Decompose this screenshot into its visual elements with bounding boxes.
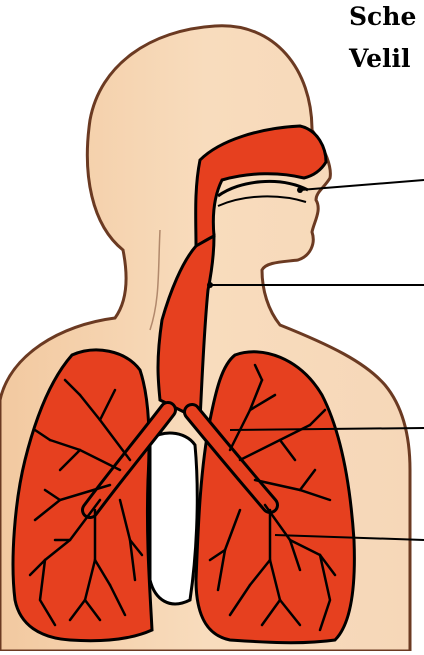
larynx-pointer-dot: [207, 282, 213, 288]
heart-space: [150, 433, 197, 604]
nasal-cavity-pointer-dot: [297, 187, 303, 193]
title-line-2: Velil: [349, 44, 411, 74]
title-line-1: Sche: [349, 2, 416, 32]
